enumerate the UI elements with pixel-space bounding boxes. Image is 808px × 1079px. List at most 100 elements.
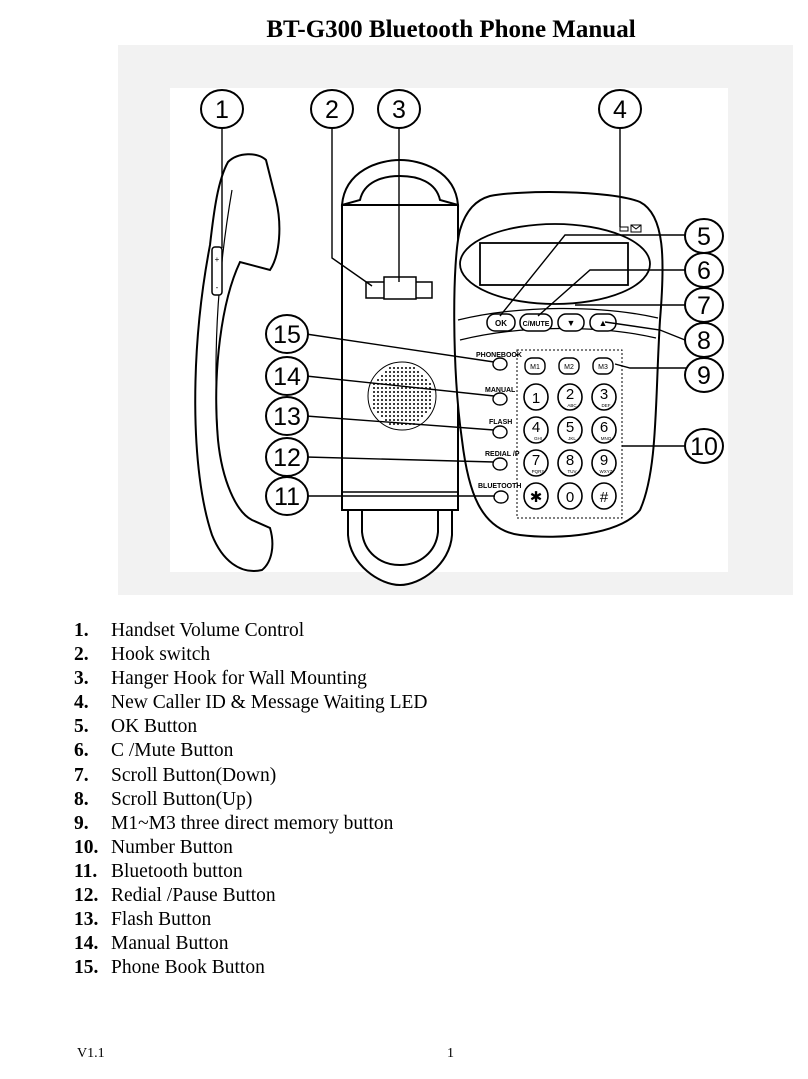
key-letters: MNO xyxy=(601,436,612,441)
m1-button[interactable] xyxy=(524,357,546,375)
hanger-hook xyxy=(383,276,417,300)
key-letters: JKL xyxy=(568,436,576,441)
ok-button-label: OK xyxy=(495,319,507,328)
key-button[interactable]: ✱ xyxy=(523,482,549,510)
legend-item: 7.Scroll Button(Down) xyxy=(74,764,428,788)
legend-item: 12.Redial /Pause Button xyxy=(74,884,428,908)
bluetooth-button[interactable] xyxy=(493,490,509,504)
key-button[interactable]: # xyxy=(591,482,617,510)
legend-number: 5. xyxy=(74,716,89,738)
key-digit: # xyxy=(600,489,609,506)
m2-button[interactable] xyxy=(558,357,580,375)
page-number: 1 xyxy=(447,1046,454,1061)
key-digit: 7 xyxy=(532,452,540,469)
legend-text: Handset Volume Control xyxy=(111,620,305,641)
redial-button[interactable] xyxy=(492,457,508,471)
legend-item: 8.Scroll Button(Up) xyxy=(74,788,428,812)
callout-14: 14 xyxy=(265,356,309,396)
callout-9: 9 xyxy=(684,357,724,393)
legend-item: 3.Hanger Hook for Wall Mounting xyxy=(74,667,428,691)
callout-13: 13 xyxy=(265,396,309,436)
callout-number: 9 xyxy=(697,362,711,390)
key-letters: GHI xyxy=(534,436,542,441)
bluetooth-label: BLUETOOTH xyxy=(478,483,521,490)
message-led xyxy=(619,226,629,232)
legend-item: 11.Bluetooth button xyxy=(74,860,428,884)
callout-12: 12 xyxy=(265,437,309,477)
legend-text: Manual Button xyxy=(111,933,229,955)
legend-item: 4. New Caller ID & Message Waiting LED xyxy=(74,691,428,715)
legend-number: 15. xyxy=(74,957,99,979)
legend-item: 2. Hook switch xyxy=(74,643,428,667)
callout-number: 14 xyxy=(273,363,301,391)
phonebook-label: PHONEBOOK xyxy=(476,352,522,359)
version-label: V1.1 xyxy=(77,1046,105,1061)
legend-text: Hook switch xyxy=(111,644,211,666)
callout-number: 7 xyxy=(697,292,711,320)
legend-number: 1. xyxy=(74,620,89,641)
legend-text: Redial /Pause Button xyxy=(111,885,276,907)
redial-label: REDIAL /P xyxy=(485,451,520,458)
flash-label: FLASH xyxy=(489,419,512,426)
manual-button[interactable] xyxy=(492,392,508,406)
callout-number: 8 xyxy=(697,327,711,355)
m1-label: M1 xyxy=(530,364,540,371)
callout-number: 15 xyxy=(273,321,301,349)
legend-text: C /Mute Button xyxy=(111,740,234,762)
handset-volume-switch xyxy=(211,246,223,296)
legend-number: 2. xyxy=(74,644,89,666)
legend-number: 9. xyxy=(74,812,89,834)
m3-label: M3 xyxy=(598,364,608,371)
callout-number: 6 xyxy=(697,257,711,285)
key-letters: DEF xyxy=(602,403,611,408)
key-digit: 0 xyxy=(566,489,574,506)
key-digit: 2 xyxy=(566,386,574,403)
key-digit: ✱ xyxy=(530,489,543,506)
callout-1: 1 xyxy=(200,89,244,129)
legend-item: 9.M1~M3 three direct memory button xyxy=(74,812,428,836)
callout-7: 7 xyxy=(684,287,724,323)
legend-text: Scroll Button(Down) xyxy=(111,764,277,786)
cmute-button-label: C/MUTE xyxy=(523,321,550,328)
callout-8: 8 xyxy=(684,322,724,358)
key-letters: WXYZ xyxy=(600,469,613,474)
key-digit: 5 xyxy=(566,419,574,436)
legend-text: Phone Book Button xyxy=(111,957,265,979)
scroll-down-button[interactable] xyxy=(557,313,585,332)
key-letters: PQRS xyxy=(532,469,545,474)
cmute-button[interactable] xyxy=(519,313,553,332)
svg-text:-: - xyxy=(216,283,219,292)
key-digit: 8 xyxy=(566,452,574,469)
legend-number: 4. xyxy=(74,692,89,714)
legend-item: 1. Handset Volume Control xyxy=(74,619,428,643)
display-screen xyxy=(479,242,629,286)
legend-text: Flash Button xyxy=(111,909,212,931)
cradle-column xyxy=(341,204,459,511)
callout-11: 11 xyxy=(265,476,309,516)
legend-text: OK Button xyxy=(111,716,198,738)
legend-text: New Caller ID & Message Waiting LED xyxy=(111,692,428,714)
handset xyxy=(194,153,281,572)
phonebook-button[interactable] xyxy=(492,357,508,371)
keypad-area xyxy=(516,349,623,519)
callout-4: 4 xyxy=(598,89,642,129)
legend-number: 3. xyxy=(74,668,89,690)
key-button[interactable]: 0 xyxy=(557,482,583,510)
callout-6: 6 xyxy=(684,252,724,288)
callout-number: 1 xyxy=(215,96,229,124)
callout-number: 11 xyxy=(274,483,300,511)
m3-button[interactable] xyxy=(592,357,614,375)
flash-button[interactable] xyxy=(492,425,508,439)
callout-5: 5 xyxy=(684,218,724,254)
key-button[interactable]: 1 xyxy=(523,383,549,411)
scroll-up-button[interactable] xyxy=(589,313,617,332)
